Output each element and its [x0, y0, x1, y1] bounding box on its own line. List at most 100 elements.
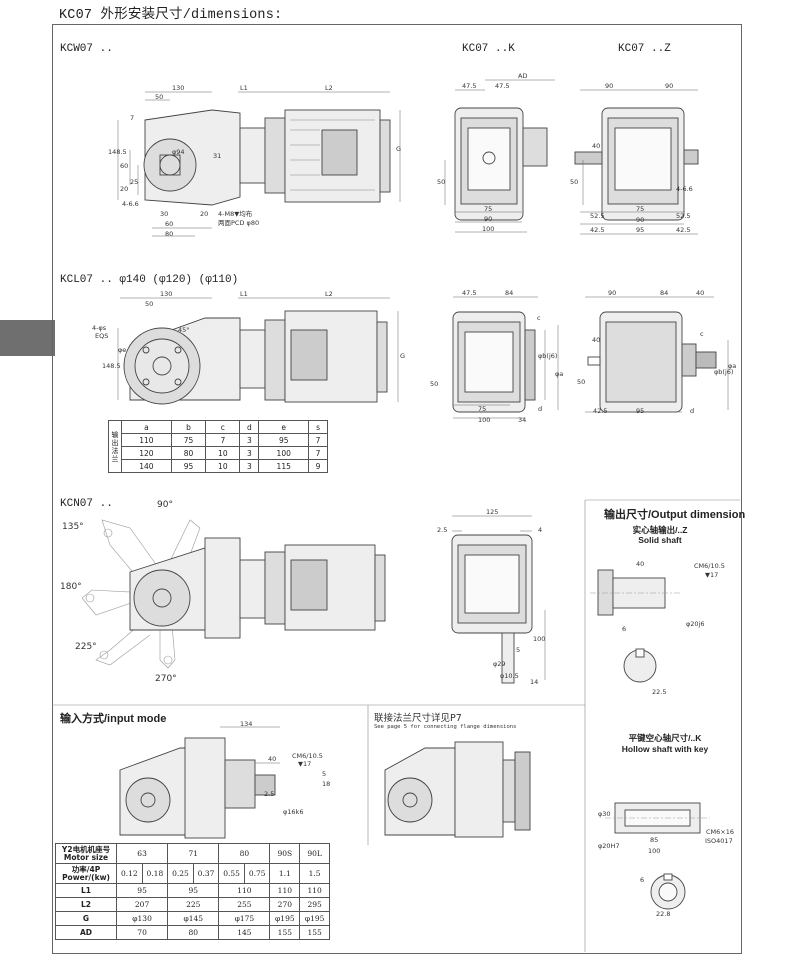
drawing-frame	[52, 24, 742, 954]
dim-label: 4-6.6	[676, 185, 693, 193]
table-cell: 7	[308, 433, 328, 447]
table-row: 140 95 10 3 115 9	[109, 459, 328, 473]
dim-label: 22.8	[656, 910, 671, 918]
table-cell: 140	[121, 459, 172, 473]
hollow-shaft-cn: 平键空心轴尺寸/..K	[628, 733, 702, 743]
dim-label: 84	[660, 289, 669, 297]
table-cell: 90L	[299, 843, 330, 864]
dim-label: 52.5	[590, 212, 605, 220]
table-cell: 80	[218, 843, 271, 864]
dim-label: 100	[478, 416, 491, 424]
table-cell: 80	[170, 446, 207, 460]
table-cell: 0.75	[243, 863, 271, 884]
dim-label: 134	[240, 720, 253, 728]
ad-header: AD	[55, 925, 117, 940]
flange-ref-cn: 联接法兰尺寸详见P7	[374, 713, 462, 724]
table-cell: 75	[170, 433, 207, 447]
view-title-kcl: KCL07 .. φ140 (φ120) (φ110)	[60, 274, 239, 286]
dim-label: φ29	[493, 660, 506, 668]
note-text: 两面PCD φ80	[218, 219, 260, 227]
dim-label: φb(j6)	[538, 352, 558, 360]
dim-label: ISO4017	[705, 837, 733, 845]
g-header: G	[55, 911, 117, 926]
flange-col-header: b	[170, 420, 207, 434]
dim-label: 100	[648, 847, 661, 855]
table-row: Y2电机机座号 Motor size 63 71 80 90S 90L	[55, 843, 330, 864]
table-cell: 155	[299, 925, 330, 940]
dim-label: d	[690, 407, 695, 415]
table-cell: 0.25	[167, 863, 194, 884]
dim-label: CM6/10.5	[694, 562, 725, 570]
table-cell: 10	[205, 446, 241, 460]
dim-label: L1	[240, 290, 248, 298]
table-cell: 3	[239, 446, 260, 460]
table-cell: 95	[258, 433, 310, 447]
flange-ref-en: See page 5 for connecting flange dimensi…	[374, 724, 517, 730]
angle-label: 135°	[62, 522, 84, 532]
dim-label: φ10.5	[500, 672, 519, 680]
dim-label: 90	[665, 82, 674, 90]
l2-header: L2	[55, 897, 117, 912]
table-cell: 255	[218, 897, 271, 912]
dim-label: 125	[486, 508, 499, 516]
table-row: L2 207 225 255 270 295	[55, 897, 330, 912]
dim-label: 47.5	[462, 82, 477, 90]
dim-label: 50	[145, 300, 154, 308]
dim-label: φ16k6	[283, 808, 304, 816]
angle-label: 90°	[157, 500, 173, 510]
dim-label: 40	[592, 142, 601, 150]
dim-label: 42.5	[593, 407, 608, 415]
angle-label: 225°	[75, 642, 97, 652]
dim-label: φ20j6	[686, 620, 705, 628]
motor-size-table: Y2电机机座号 Motor size 63 71 80 90S 90L 功率/4…	[55, 843, 330, 940]
flange-col-header: d	[239, 420, 260, 434]
dim-label: G	[400, 352, 406, 360]
dim-label: 31	[213, 152, 222, 160]
dim-label: 100	[482, 225, 495, 233]
table-cell: 95	[115, 883, 169, 898]
dim-label: L2	[325, 84, 333, 92]
dim-label: 47.5	[495, 82, 510, 90]
dim-label: φ94	[172, 148, 185, 156]
table-cell: 9	[308, 459, 328, 473]
dim-label: 42.5	[676, 226, 691, 234]
table-cell: φ175	[218, 911, 271, 926]
table-cell: 1.1	[269, 863, 301, 884]
table-row: 120 80 10 3 100 7	[109, 446, 328, 460]
dim-label: 75	[478, 405, 487, 413]
table-row: 功率/4P Power/(kw) 0.12 0.18 0.25 0.37 0.5…	[55, 863, 330, 884]
table-cell: φ145	[167, 911, 220, 926]
dim-label: c	[537, 314, 541, 322]
dim-label: 95	[636, 226, 645, 234]
table-cell: 155	[269, 925, 301, 940]
dim-label: 50	[430, 380, 439, 388]
note-text: 4-M8▼均布	[218, 210, 253, 218]
table-cell: 0.12	[116, 863, 143, 884]
dim-label: G	[396, 145, 402, 153]
dim-label: 90	[605, 82, 614, 90]
flange-col-header: s	[308, 420, 328, 434]
table-row: AD 70 80 145 155 155	[55, 925, 330, 940]
table-cell: 10	[205, 459, 241, 473]
table-cell: 63	[115, 843, 169, 864]
dim-label: 100	[533, 635, 546, 643]
table-cell: 71	[167, 843, 220, 864]
dim-label: EQS	[95, 332, 109, 340]
dim-label: 40	[696, 289, 705, 297]
dim-label: 40	[636, 560, 645, 568]
table-cell: 0.55	[218, 863, 245, 884]
dim-label: 75	[636, 205, 645, 213]
table-cell: 3	[239, 459, 260, 473]
dim-label: 2.5	[437, 526, 448, 534]
view-title-kcw: KCW07 ..	[60, 43, 113, 55]
power-header: 功率/4P Power/(kw)	[55, 863, 117, 884]
table-cell: 0.37	[192, 863, 220, 884]
table-cell: 120	[121, 446, 172, 460]
table-cell: 110	[121, 433, 172, 447]
dim-label: 148.5	[108, 148, 127, 156]
dim-label: 20	[120, 185, 129, 193]
table-cell: 90S	[269, 843, 301, 864]
motor-size-header: Y2电机机座号 Motor size	[55, 843, 117, 864]
solid-shaft-en: Solid shaft	[638, 535, 682, 545]
table-cell: 207	[115, 897, 169, 912]
